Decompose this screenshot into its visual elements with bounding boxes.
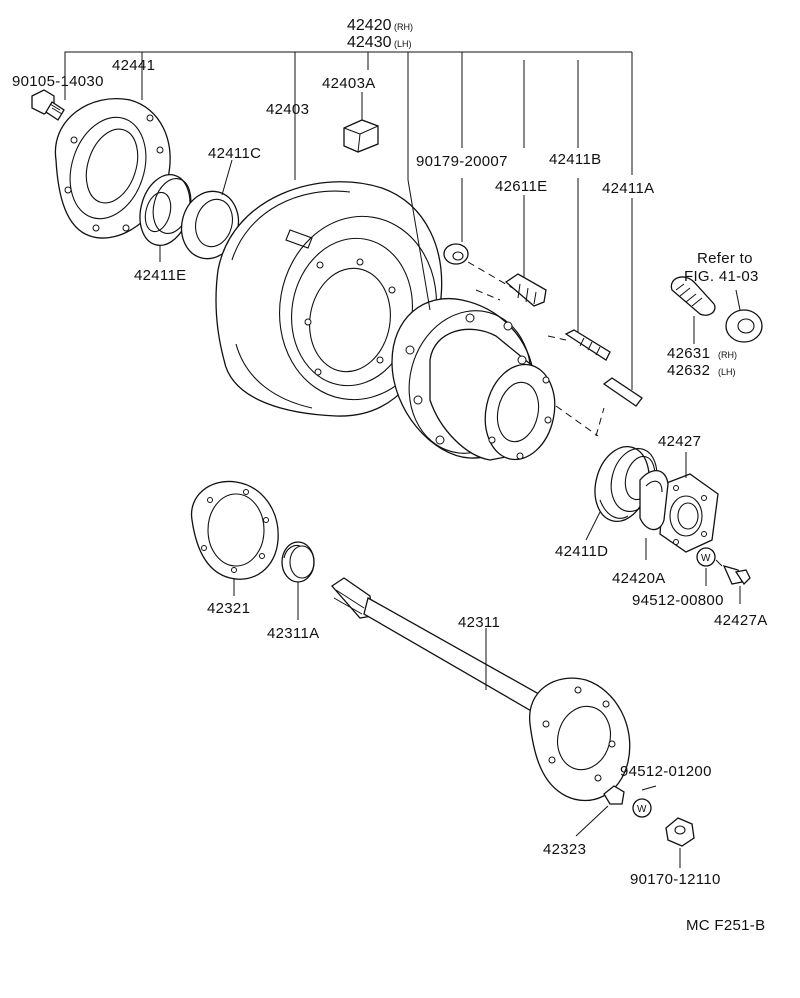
label-rh-tag: (RH) xyxy=(394,22,413,32)
svg-text:W: W xyxy=(701,553,711,564)
pin-42411A xyxy=(555,198,643,437)
nut-90170 xyxy=(665,817,695,868)
bolt-90105 xyxy=(31,89,65,121)
axle-hub xyxy=(391,179,556,461)
label-42411B: 42411B xyxy=(549,151,601,168)
block-42403A xyxy=(343,92,379,153)
label-42632-lh: (LH) xyxy=(718,367,736,377)
label-42632: 42632 xyxy=(667,362,710,379)
gasket-42321 xyxy=(190,480,279,596)
washer-42420A xyxy=(639,470,669,560)
label-94512-01200: 94512-01200 xyxy=(620,763,712,780)
label-refer-to: Refer to xyxy=(697,250,753,267)
label-42420: 42420 xyxy=(347,17,392,34)
assembly-bracket xyxy=(64,51,633,180)
label-90179-20007: 90179-20007 xyxy=(416,153,508,170)
label-42403A: 42403A xyxy=(322,75,376,92)
stud-42411B xyxy=(547,178,611,361)
seal-42311A xyxy=(281,541,315,620)
washer-94512-01200: W xyxy=(632,785,657,818)
label-42430: 42430 xyxy=(347,34,392,51)
label-42427A: 42427A xyxy=(714,612,768,629)
label-lh-tag: (LH) xyxy=(394,39,412,49)
label-42311: 42311 xyxy=(458,614,500,631)
nut-42632 xyxy=(725,289,763,343)
label-42631: 42631 xyxy=(667,345,710,362)
label-90170-12110: 90170-12110 xyxy=(630,871,721,888)
axle-shaft-42311 xyxy=(331,577,631,802)
label-42411E: 42411E xyxy=(134,267,186,284)
label-42311A: 42311A xyxy=(267,625,319,642)
label-42411A: 42411A xyxy=(602,180,654,197)
label-42611E: 42611E xyxy=(495,178,547,195)
label-90105-14030: 90105-14030 xyxy=(12,73,104,90)
stud-42611E xyxy=(475,195,547,307)
label-42321: 42321 xyxy=(207,600,250,617)
svg-text:W: W xyxy=(637,804,647,815)
bolt-42631 xyxy=(670,276,716,344)
label-42411C: 42411C xyxy=(208,145,261,162)
label-42441: 42441 xyxy=(112,57,155,74)
label-42323: 42323 xyxy=(543,841,586,858)
label-42403: 42403 xyxy=(266,101,309,118)
label-42411D: 42411D xyxy=(555,543,608,560)
nut-90179 xyxy=(443,178,517,291)
label-42420A: 42420A xyxy=(612,570,666,587)
plug-42323 xyxy=(575,785,625,837)
bearing-42427 xyxy=(659,452,719,553)
bolt-42427A xyxy=(715,559,751,604)
figure-code: MC F251-B xyxy=(686,917,765,934)
label-42427: 42427 xyxy=(658,433,701,450)
label-42631-rh: (RH) xyxy=(718,350,737,360)
washer-94512-00800: W xyxy=(696,547,716,586)
label-94512-00800: 94512-00800 xyxy=(632,592,724,609)
label-fig-41-03: FIG. 41-03 xyxy=(684,268,759,285)
